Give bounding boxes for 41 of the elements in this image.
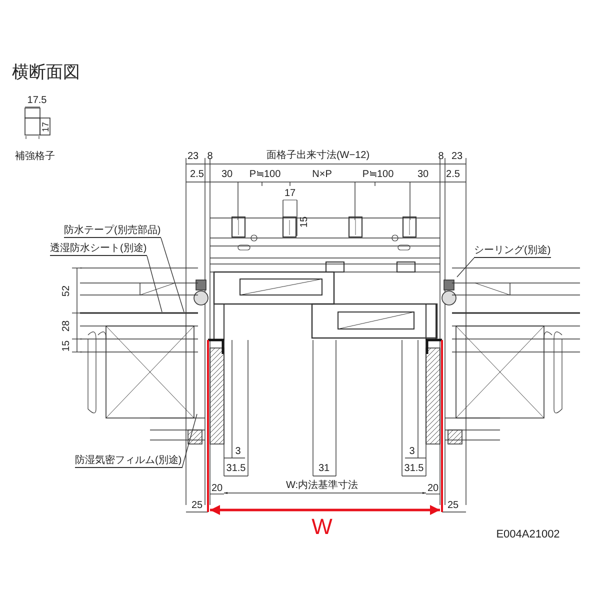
- dimension-label: 25: [447, 501, 459, 511]
- dimension-label: 28: [62, 320, 72, 332]
- dimension-label: 20: [427, 484, 439, 494]
- dimension-label: 25: [191, 501, 203, 511]
- dimension-label: 17: [42, 122, 50, 132]
- dimension-label: W:内法基準寸法: [286, 481, 358, 491]
- leader-line: [456, 258, 474, 278]
- dimension-label: 23: [451, 152, 463, 162]
- callout-label: 透湿防水シート(別途): [50, 244, 147, 256]
- callout-label: 防水テープ(別売部品): [64, 226, 161, 238]
- dimension-label: 30: [417, 170, 429, 180]
- dimension-label: 3: [235, 447, 241, 457]
- dimension-label: P≒100: [362, 170, 394, 180]
- dimension-label: 31.5: [226, 464, 246, 474]
- dimension-label: 8: [207, 152, 213, 162]
- leader-line: [160, 238, 184, 312]
- dimension-label: 20: [211, 484, 223, 494]
- dimension-label: 8: [438, 152, 444, 162]
- leader-line: [146, 256, 162, 312]
- dimension-label: 2.5: [190, 170, 204, 180]
- drawing-code: E004A21002: [496, 530, 560, 540]
- dimension-label: 3: [409, 447, 415, 457]
- dimension-label: 30: [221, 170, 233, 180]
- dimension-label: 面格子出来寸法(W−12): [266, 151, 370, 161]
- leader-line: [182, 414, 198, 468]
- dimension-label: 2.5: [446, 170, 460, 180]
- dimension-label: N×P: [312, 170, 332, 180]
- dimension-label: 17: [284, 189, 296, 199]
- dimension-label: 15: [300, 216, 310, 228]
- dimension-label: 23: [187, 152, 199, 162]
- title: 横断面図: [12, 64, 80, 80]
- dimension-label: W: [312, 516, 332, 538]
- dimension-label: 17.5: [27, 96, 47, 106]
- dimension-label: 15: [62, 340, 72, 352]
- dimension-label: 31: [318, 464, 330, 474]
- dimension-label: P≒100: [249, 170, 281, 180]
- dimension-label: 31.5: [404, 464, 424, 474]
- part-label: 補強格子: [15, 152, 55, 162]
- callout-label: シーリング(別途): [474, 246, 551, 258]
- dimension-label: 52: [62, 285, 72, 297]
- callout-label: 防湿気密フィルム(別途): [75, 456, 182, 468]
